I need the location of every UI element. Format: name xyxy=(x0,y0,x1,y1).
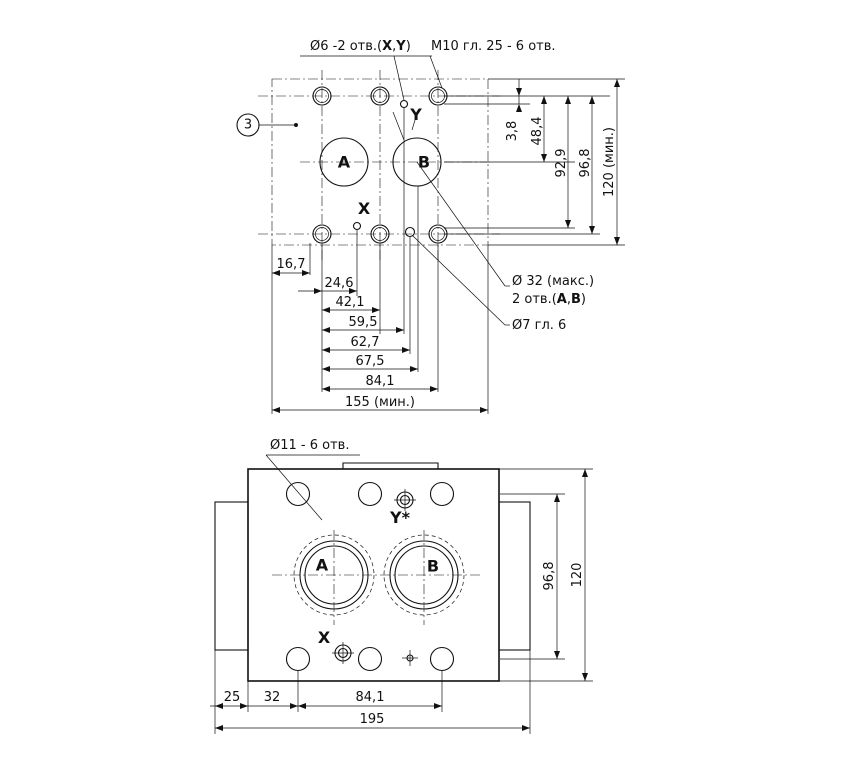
dim-195: 195 xyxy=(360,712,385,727)
port-x-label-bottom: X xyxy=(318,628,331,647)
dim-155-min: 155 (мин.) xyxy=(345,395,415,410)
dim-120-bottom: 120 xyxy=(570,563,585,588)
dim-16-7: 16,7 xyxy=(277,257,306,272)
dim-32: 32 xyxy=(264,690,281,705)
through-holes-callout: Ø11 - 6 отв. xyxy=(270,438,349,453)
dim-25: 25 xyxy=(224,690,241,705)
port-count-callout: 2 отв.(A,B) xyxy=(512,292,586,307)
dim-line xyxy=(322,307,380,313)
dim-120-min: 120 (мин.) xyxy=(602,127,617,197)
dim-84-1: 84,1 xyxy=(366,374,395,389)
dim-67-5: 67,5 xyxy=(356,354,385,369)
dim-line xyxy=(322,366,418,372)
pin-hole-bottom xyxy=(402,650,418,666)
xy-holes-callout: Ø6 -2 отв.(X,Y) xyxy=(310,39,411,54)
dim-line xyxy=(272,270,310,276)
top-view: A B X Y Ø6 -2 отв.(X,Y) M10 гл. 25 - 6 о… xyxy=(236,39,625,414)
top-lid xyxy=(342,462,439,469)
port-x-hole xyxy=(352,221,362,231)
dim-line xyxy=(322,347,410,353)
thread-callout: M10 гл. 25 - 6 отв. xyxy=(431,39,556,54)
port-b-label-bottom: B xyxy=(427,557,439,576)
dim-line xyxy=(298,703,442,709)
dim-62-7: 62,7 xyxy=(351,335,380,350)
dim-line xyxy=(272,407,488,413)
dim-84-1-bottom: 84,1 xyxy=(356,690,385,705)
dim-line xyxy=(322,386,438,392)
item-number: 3 xyxy=(244,118,252,133)
through-hole xyxy=(357,646,383,672)
main-plate xyxy=(247,468,500,682)
port-a-label-bottom: A xyxy=(316,556,329,575)
pin-hole xyxy=(404,226,416,238)
bottom-view: A B Y* X Ø11 - 6 отв. xyxy=(210,438,593,734)
dim-59-5: 59,5 xyxy=(349,315,378,330)
side-body-right xyxy=(498,501,531,651)
port-a-bottom xyxy=(293,534,375,616)
port-x-bottom xyxy=(332,642,354,664)
port-y-hole xyxy=(399,99,409,109)
side-body-left xyxy=(214,501,249,651)
port-b-bottom xyxy=(383,534,465,616)
through-hole xyxy=(429,481,455,507)
through-hole xyxy=(429,646,455,672)
dim-line xyxy=(210,703,298,709)
port-y-bottom xyxy=(394,489,416,511)
thread-hole xyxy=(370,86,390,106)
dim-42-1: 42,1 xyxy=(336,295,365,310)
dim-48-4: 48,4 xyxy=(530,117,545,146)
pin-hole-callout: Ø7 гл. 6 xyxy=(512,318,566,333)
port-b-circle xyxy=(392,137,442,187)
through-hole xyxy=(285,646,311,672)
dim-line xyxy=(298,288,357,294)
port-y-star-label: Y* xyxy=(389,508,411,527)
dim-92-9: 92,9 xyxy=(554,149,569,178)
dim-3-8: 3,8 xyxy=(505,121,520,142)
port-y-label: Y xyxy=(409,105,422,124)
port-x-label: X xyxy=(358,199,371,218)
through-hole xyxy=(285,481,311,507)
dim-96-8-bottom: 96,8 xyxy=(542,562,557,591)
through-hole xyxy=(357,481,383,507)
dim-24-6: 24,6 xyxy=(325,276,354,291)
dim-line xyxy=(215,725,530,731)
port-a-label: A xyxy=(338,153,351,172)
dim-96-8: 96,8 xyxy=(578,149,593,178)
port-dia-callout: Ø 32 (макс.) xyxy=(512,274,594,289)
port-a-circle xyxy=(319,137,369,187)
dim-line xyxy=(322,327,404,333)
thread-hole xyxy=(312,86,332,106)
port-b-label: B xyxy=(418,153,430,172)
